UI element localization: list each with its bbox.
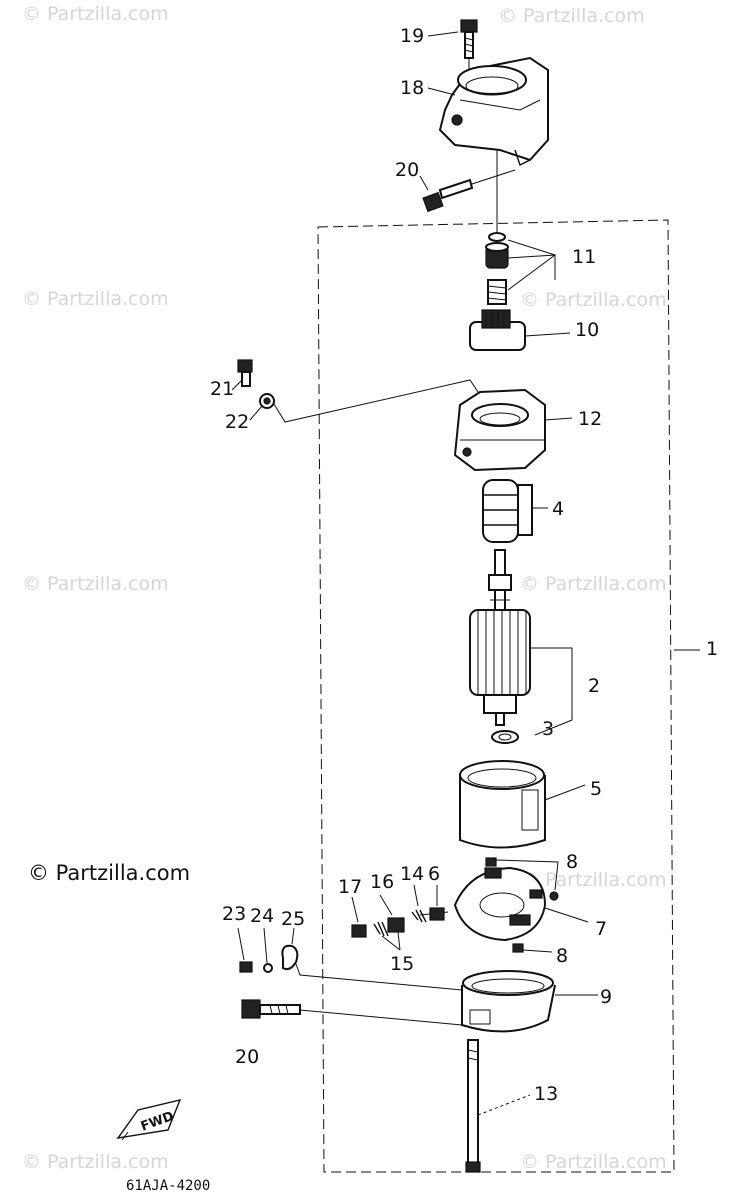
bolt-20-bottom [241,999,463,1026]
brush-plate-7 [419,866,589,942]
watermark: © Partzilla.com [22,3,169,25]
armature-2 [469,549,573,736]
end-cover-9 [461,970,598,1033]
callout-20-bottom: 20 [235,1046,259,1068]
bolt-20-top [422,169,516,213]
watermark-main: © Partzilla.com [28,861,190,885]
callout-2: 2 [588,675,600,697]
callout-12: 12 [578,408,602,430]
callout-15: 15 [390,953,414,975]
callout-18: 18 [400,77,424,99]
watermark: © Partzilla.com [22,1151,169,1173]
callout-21: 21 [210,378,234,400]
screw-23 [237,927,253,973]
callout-6: 6 [428,863,440,885]
spring-14 [411,884,427,923]
brush-6 [429,885,445,921]
callout-8-bottom: 8 [556,945,568,967]
fwd-arrow-icon: FWD [116,1099,182,1141]
callout-5: 5 [590,778,602,800]
watermark: © Partzilla.com [22,288,169,310]
screw-21 [237,359,253,387]
housing-12 [453,388,573,472]
yoke-5 [459,760,586,849]
watermark: © Partzilla.com [520,1151,667,1173]
fwd-label: FWD [139,1109,176,1135]
callout-11: 11 [572,246,596,268]
callout-20-top: 20 [395,159,419,181]
callout-17: 17 [338,876,362,898]
terminal-25 [281,927,463,991]
assembly-boundary [317,219,675,1173]
callout-1: 1 [706,638,718,660]
diagram-code: 61AJA-4200 [126,1178,210,1194]
watermark: © Partzilla.com [22,573,169,595]
callout-14: 14 [400,863,424,885]
watermark: © Partzilla.com [520,573,667,595]
callout-23: 23 [222,903,246,925]
washer-24 [263,927,273,973]
screw-8-top [485,857,559,901]
callout-25: 25 [281,908,305,930]
brush-16 [379,894,405,933]
callout-8-top: 8 [566,851,578,873]
watermark: © Partzilla.com [520,289,667,311]
spring-stop-11 [485,232,556,305]
callout-3: 3 [542,718,554,740]
watermark: © Partzilla.com [498,5,645,27]
callout-4: 4 [552,498,564,520]
callout-24: 24 [250,905,274,927]
pinion-10 [469,309,571,351]
callout-22: 22 [225,411,249,433]
callout-13: 13 [534,1083,558,1105]
spring-15 [373,921,401,951]
washer-3 [491,730,519,744]
callout-16: 16 [370,871,394,893]
callout-7: 7 [595,918,607,940]
callout-19: 19 [400,25,424,47]
callout-10: 10 [575,319,599,341]
through-bolt-13 [465,1039,531,1173]
brush-holder-4 [482,479,548,543]
bracket-18 [438,56,549,166]
watermarks: © Partzilla.com © Partzilla.com © Partzi… [22,3,667,1173]
callout-9: 9 [600,986,612,1008]
screw-8-bottom [512,943,553,953]
washer-22 [259,379,479,423]
callout-labels: 19 18 20 11 10 21 22 12 4 1 2 3 5 8 17 1… [210,25,718,1105]
brush-17 [351,896,367,938]
